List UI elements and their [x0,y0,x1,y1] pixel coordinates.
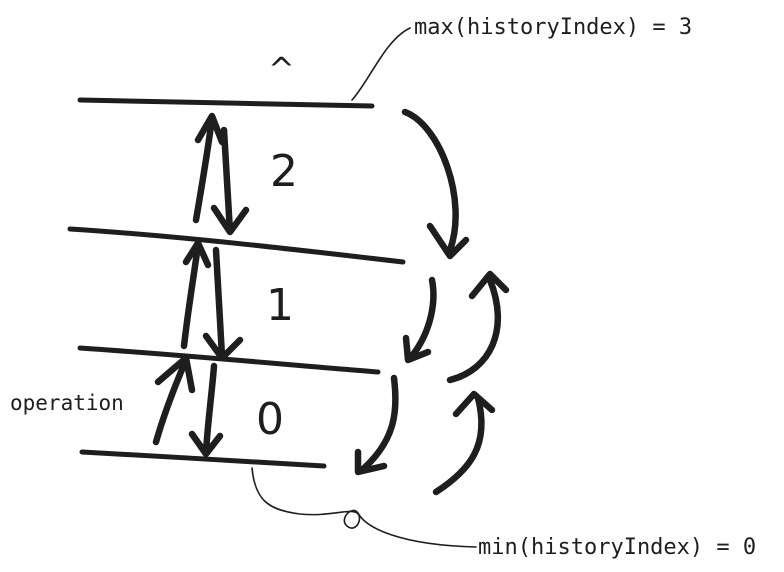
curve-up-arrow-lower [432,390,496,496]
max-leader-line [351,27,411,101]
curve-down-arrow-top [401,108,470,260]
level-label-2: 2 [270,146,298,197]
down-arrow-level-2 [210,126,250,236]
min-leader-line [251,467,477,548]
up-arrow-level-0 [152,354,196,446]
down-arrow-level-1 [202,246,244,362]
curve-down-arrow-middle [402,276,437,364]
curve-down-arrow-bottom [354,374,399,476]
top-marker: ^ [268,50,295,88]
level-label-1: 1 [266,280,294,331]
max-history-index-note: max(historyIndex) = 3 [414,15,692,40]
level-label-0: 0 [256,394,284,445]
min-history-index-note: min(historyIndex) = 0 [478,535,756,560]
level-line-top [77,97,375,109]
up-arrow-level-1 [180,239,212,350]
curve-up-arrow-upper [446,270,510,384]
level-line-1-0 [77,345,381,375]
level-line-2-1 [67,226,406,265]
level-line-bottom [79,449,327,469]
operation-label: operation [10,391,124,415]
up-arrow-level-2 [192,112,226,224]
down-arrow-level-0 [188,362,224,458]
